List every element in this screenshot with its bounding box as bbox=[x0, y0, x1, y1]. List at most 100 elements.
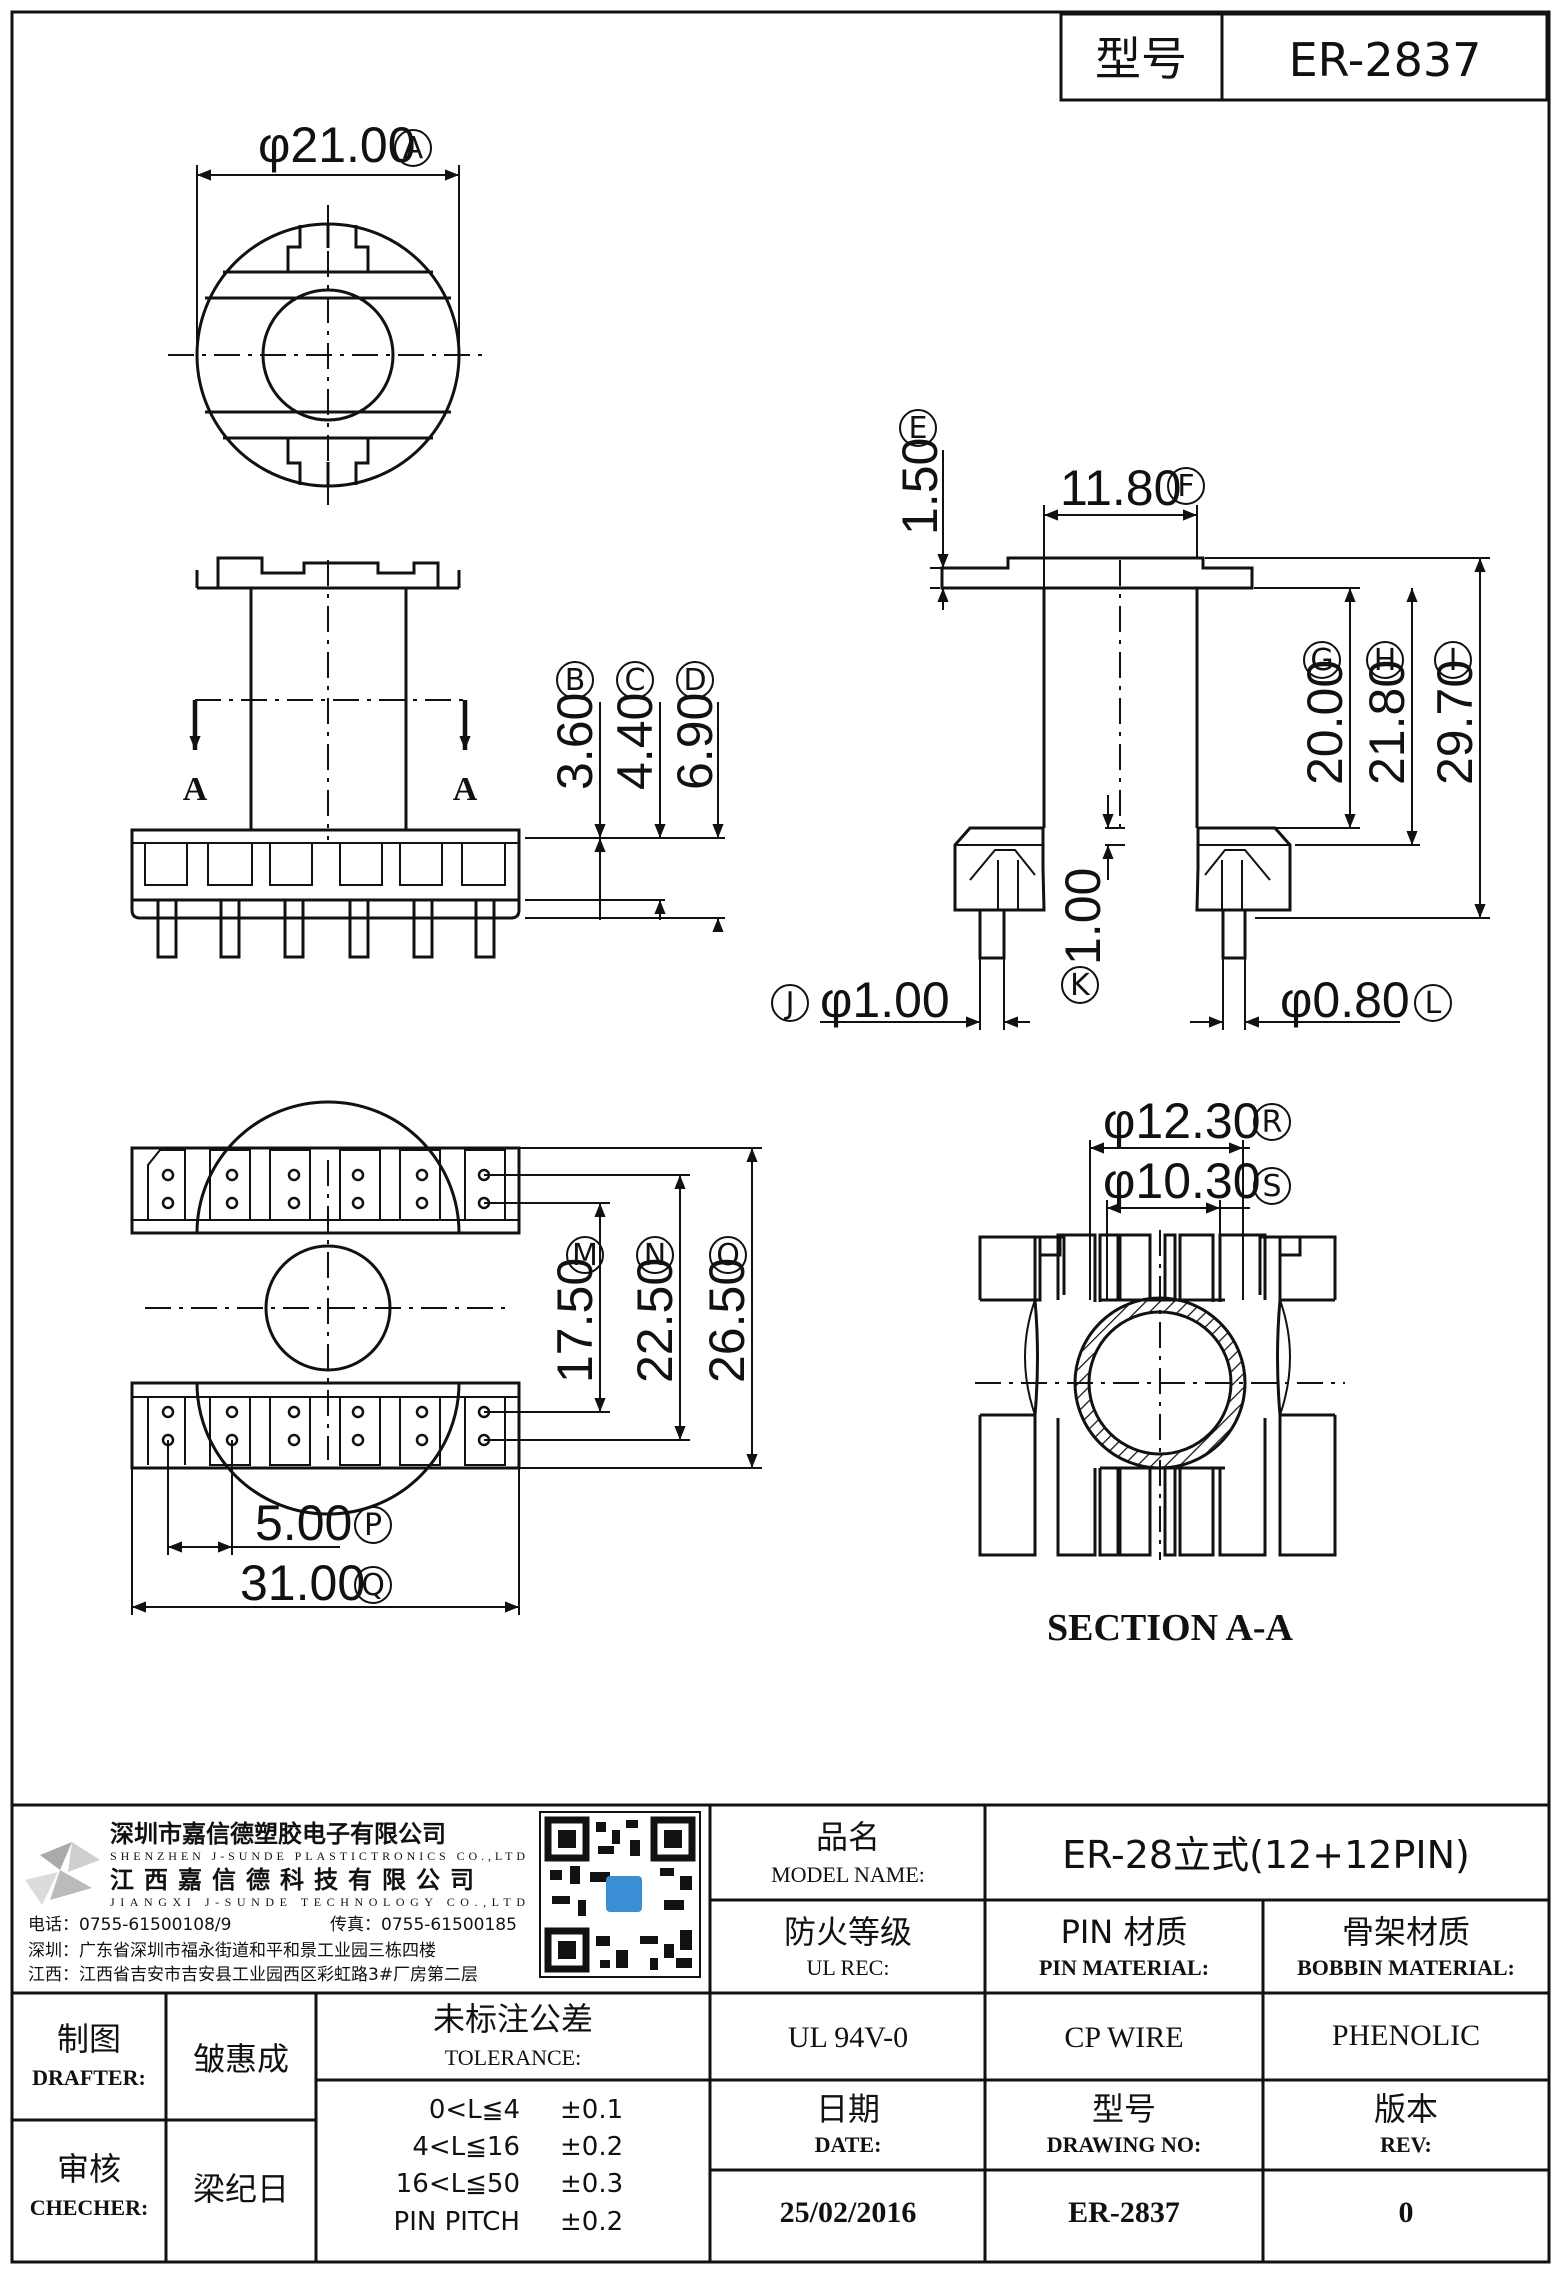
pin-value: CP WIRE bbox=[1064, 2021, 1183, 2054]
dim-H-value: 21.80 bbox=[1359, 660, 1415, 785]
dim-A-letter: A bbox=[403, 131, 424, 166]
dim-H-letter: H bbox=[1374, 643, 1397, 678]
dim-A-value: φ21.00 bbox=[258, 117, 416, 173]
dim-E-letter: E bbox=[909, 411, 928, 446]
bobbin-value: PHENOLIC bbox=[1332, 2019, 1480, 2052]
top-view: φ21.00 A bbox=[168, 117, 488, 505]
title-block: 深圳市嘉信德塑胶电子有限公司 SHENZHEN J-SUNDE PLASTICT… bbox=[12, 1803, 1549, 2262]
dim-L-value: φ0.80 bbox=[1280, 972, 1410, 1028]
dim-N-value: 22.50 bbox=[627, 1258, 683, 1383]
company-name-jx-en: JIANGXI J-SUNDE TECHNOLOGY CO.,LTD bbox=[110, 1895, 525, 1909]
dim-D-value: 6.90 bbox=[667, 693, 723, 790]
tolerance-label-en: TOLERANCE: bbox=[445, 2045, 581, 2070]
drawing-border bbox=[10, 10, 1551, 2264]
ul-label-cn: 防火等级 bbox=[784, 1913, 912, 1951]
dim-M-value: 17.50 bbox=[547, 1258, 603, 1383]
pin-label-en: PIN MATERIAL: bbox=[1039, 1955, 1209, 1980]
dim-K-letter: K bbox=[1070, 968, 1091, 1003]
header-model-label: 型号 bbox=[1095, 32, 1187, 86]
dim-M-letter: M bbox=[572, 1238, 598, 1273]
dim-Q-value: 31.00 bbox=[240, 1555, 365, 1611]
company-addr-sz: 深圳：广东省深圳市福永街道和平和景工业园三栋四楼 bbox=[28, 1941, 436, 1961]
dim-J-letter: J bbox=[784, 986, 795, 1021]
dim-R-letter: R bbox=[1262, 1105, 1283, 1140]
rev-label-en: REV: bbox=[1380, 2132, 1432, 2157]
company-name-sz-en: SHENZHEN J-SUNDE PLASTICTRONICS CO.,LTD bbox=[110, 1849, 525, 1863]
company-name-sz: 深圳市嘉信德塑胶电子有限公司 bbox=[110, 1820, 446, 1848]
qr-code-icon bbox=[539, 1811, 701, 1978]
dim-C-value: 4.40 bbox=[607, 693, 663, 790]
section-mark-right: A bbox=[453, 771, 478, 808]
date-label-en: DATE: bbox=[815, 2132, 882, 2157]
dim-O-letter: O bbox=[716, 1238, 740, 1273]
drafter-label-en: DRAFTER: bbox=[32, 2065, 146, 2090]
dim-D-letter: D bbox=[683, 663, 706, 698]
date-value: 25/02/2016 bbox=[780, 2196, 917, 2229]
rev-label-cn: 版本 bbox=[1374, 2090, 1438, 2128]
dim-I-value: 29.70 bbox=[1427, 660, 1483, 785]
dim-F-letter: F bbox=[1177, 469, 1194, 504]
tolerance-value: ±0.3 bbox=[560, 2169, 623, 2199]
dim-F-value: 11.80 bbox=[1060, 460, 1181, 516]
drawing-value: ER-2837 bbox=[1068, 2196, 1180, 2229]
section-a-a: φ12.30 R φ10.30 S SECTION A-A bbox=[975, 1093, 1345, 1649]
tolerance-range: 16<L≦50 bbox=[396, 2169, 520, 2199]
date-label-cn: 日期 bbox=[816, 2090, 880, 2128]
company-logo-icon bbox=[25, 1842, 100, 1905]
section-title: SECTION A-A bbox=[1047, 1607, 1294, 1649]
rev-value: 0 bbox=[1399, 2196, 1414, 2229]
drafter-label-cn: 制图 bbox=[57, 2020, 121, 2058]
dim-R-value: φ12.30 bbox=[1103, 1093, 1261, 1149]
ul-label-en: UL REC: bbox=[807, 1955, 890, 1980]
ul-value: UL 94V-0 bbox=[788, 2021, 908, 2054]
tolerance-range: PIN PITCH bbox=[394, 2207, 520, 2237]
dim-G-letter: G bbox=[1310, 643, 1333, 678]
bobbin-label-cn: 骨架材质 bbox=[1342, 1913, 1470, 1951]
dim-S-value: φ10.30 bbox=[1103, 1153, 1261, 1209]
tolerance-range: 4<L≦16 bbox=[412, 2132, 520, 2162]
dim-L-letter: L bbox=[1425, 986, 1442, 1021]
model-name-label-en: MODEL NAME: bbox=[771, 1862, 925, 1887]
drafter-value: 皱惠成 bbox=[193, 2040, 289, 2078]
dim-B-letter: B bbox=[565, 663, 586, 698]
section-mark-left: A bbox=[183, 771, 208, 808]
tolerance-label-cn: 未标注公差 bbox=[433, 2000, 593, 2038]
pin-label-cn: PIN 材质 bbox=[1061, 1913, 1188, 1951]
tolerance-value: ±0.2 bbox=[560, 2132, 623, 2162]
drawing-label-en: DRAWING NO: bbox=[1047, 2132, 1202, 2157]
dim-N-letter: N bbox=[644, 1238, 666, 1273]
header-model-box: 型号 ER-2837 bbox=[1059, 12, 1549, 102]
drawing-label-cn: 型号 bbox=[1092, 2090, 1156, 2128]
header-model-value: ER-2837 bbox=[1289, 33, 1482, 87]
tolerance-value: ±0.2 bbox=[560, 2207, 623, 2237]
dim-Q-letter: Q bbox=[361, 1568, 385, 1603]
tolerance-list: 0<L≦4 ±0.1 4<L≦16 ±0.2 16<L≦50 ±0.3 PIN … bbox=[394, 2095, 624, 2237]
bottom-view: 17.50 22.50 26.50 M N O 5.00 P 31.00 Q bbox=[130, 1100, 762, 1615]
company-addr-jx: 江西：江西省吉安市吉安县工业园西区彩虹路3#厂房第二层 bbox=[28, 1965, 478, 1985]
company-tel: 电话：0755-61500108/9 bbox=[28, 1915, 231, 1935]
checker-value: 梁纪日 bbox=[193, 2170, 289, 2208]
checker-label-en: CHECHER: bbox=[30, 2195, 149, 2220]
dim-P-letter: P bbox=[364, 1508, 382, 1543]
dim-K-value: 1.00 bbox=[1055, 868, 1111, 965]
tolerance-value: ±0.1 bbox=[560, 2095, 623, 2125]
checker-label-cn: 审核 bbox=[57, 2150, 121, 2188]
company-fax: 传真：0755-61500185 bbox=[330, 1915, 517, 1935]
dim-B-value: 3.60 bbox=[547, 693, 603, 790]
model-name-label-cn: 品名 bbox=[816, 1818, 880, 1856]
dim-P-value: 5.00 bbox=[255, 1495, 352, 1551]
dim-E-value: 1.50 bbox=[892, 438, 948, 535]
dim-S-letter: S bbox=[1262, 1169, 1281, 1204]
dim-G-value: 20.00 bbox=[1297, 660, 1353, 785]
company-name-jx: 江西嘉信德科技有限公司 bbox=[110, 1866, 484, 1894]
model-name-value: ER-28立式(12+12PIN) bbox=[1062, 1833, 1470, 1877]
dim-C-letter: C bbox=[625, 663, 646, 698]
tolerance-range: 0<L≦4 bbox=[429, 2095, 520, 2125]
dim-J-value: φ1.00 bbox=[820, 972, 950, 1028]
dim-I-letter: I bbox=[1449, 643, 1458, 678]
front-view: A A 3.60 4.40 6.90 B C D bbox=[130, 556, 725, 959]
dim-O-value: 26.50 bbox=[699, 1258, 755, 1383]
bobbin-label-en: BOBBIN MATERIAL: bbox=[1297, 1955, 1515, 1980]
side-view: 1.50 E 11.80 F 20.00 21.80 29.70 G H I 1… bbox=[771, 409, 1490, 1030]
